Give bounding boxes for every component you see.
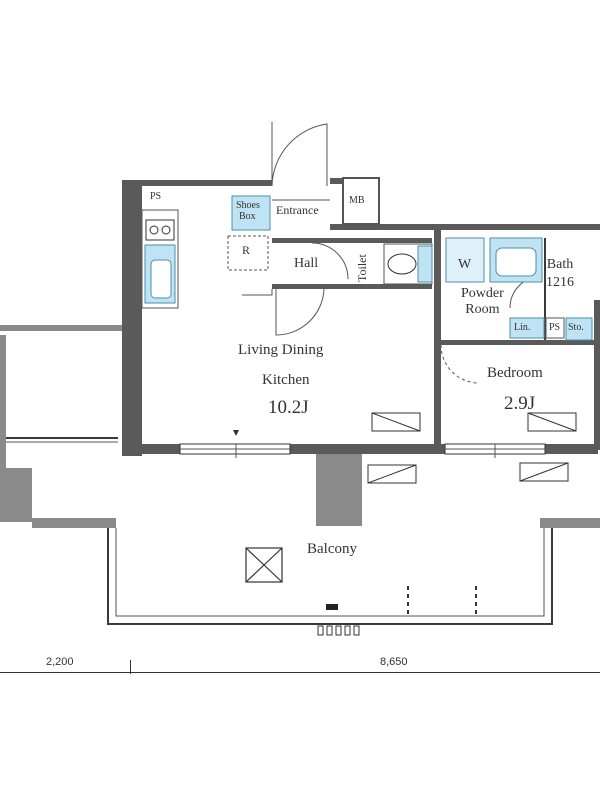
- top-wall-left: [122, 180, 272, 186]
- sink-basin: [150, 259, 172, 299]
- balcony-column: [316, 454, 362, 526]
- shoes-box-icon: [231, 195, 271, 231]
- ldk-bedroom-partition: [434, 230, 441, 446]
- linen-label: Lin.: [514, 322, 531, 333]
- ldk-label-line2: Kitchen: [262, 372, 310, 388]
- ps-small-box: [545, 317, 565, 339]
- mb-label: MB: [349, 195, 365, 206]
- ps-top-label: PS: [150, 191, 162, 202]
- toilet-tank-icon: [417, 245, 433, 283]
- balcony-inner-rail: [115, 528, 545, 617]
- storage-label: Sto.: [568, 322, 584, 333]
- balcony-right-ledge: [540, 518, 600, 528]
- washer-label: W: [458, 257, 472, 272]
- top-wall-right: [330, 224, 600, 230]
- ldk-window-marker: [233, 430, 239, 436]
- mb-box: [342, 177, 380, 225]
- balcony-drain-mark: [326, 604, 338, 610]
- bath-line1: Bath: [546, 257, 574, 272]
- entrance-door-icon: [271, 122, 328, 187]
- left-column: [0, 468, 32, 522]
- bedroom-top-wall: [434, 340, 600, 345]
- bedroom-door-icon: [440, 344, 480, 384]
- dimension-right: 8,650: [380, 656, 408, 668]
- balcony-vents: [317, 625, 360, 636]
- left-outer-wall: [122, 180, 142, 456]
- shoes-box-line2: Box: [239, 211, 256, 222]
- dimension-tick: [130, 660, 131, 674]
- vanity-basin: [495, 247, 537, 277]
- toilet-label: Toilet: [355, 254, 369, 282]
- evacuation-hatch-icon: [245, 547, 283, 583]
- powder-room-line2: Room: [465, 302, 500, 317]
- ldk-label-line1: Living Dining: [238, 342, 324, 358]
- toilet-door-icon: [311, 242, 349, 280]
- toilet-bowl-icon: [387, 253, 417, 275]
- washer-space: [445, 237, 485, 283]
- dimension-left: 2,200: [46, 656, 74, 668]
- balcony-label: Balcony: [307, 541, 357, 557]
- stove-icon: [145, 219, 175, 241]
- ldk-area: 10.2J: [268, 397, 309, 418]
- shoes-box-label: Shoes Box: [236, 200, 260, 222]
- hall-label: Hall: [294, 256, 319, 271]
- bath-label: Bath 1216: [546, 256, 574, 292]
- refrigerator-icon: [227, 235, 269, 271]
- dimension-line: [0, 672, 600, 673]
- bedroom-area: 2.9J: [504, 393, 536, 414]
- ldk-door-frame: [242, 289, 273, 296]
- balcony-left-ledge: [32, 518, 116, 528]
- right-wall: [594, 300, 600, 450]
- bedroom-label: Bedroom: [487, 365, 543, 381]
- storage-box: [565, 317, 593, 341]
- shoes-box-line1: Shoes: [236, 200, 260, 211]
- balcony-outer-rail: [107, 528, 553, 625]
- hall-bottom-wall: [272, 284, 432, 289]
- left-vertical-wall: [0, 335, 6, 521]
- bottom-wall-ldk: [122, 444, 598, 454]
- entrance-label: Entrance: [276, 203, 319, 217]
- left-stub-wall: [0, 325, 124, 331]
- powder-room-line1: Powder: [461, 286, 504, 301]
- refrigerator-label: R: [242, 243, 251, 257]
- ps-small-label: PS: [549, 322, 561, 333]
- ac-unit-icon: [367, 412, 577, 484]
- hall-partition: [272, 238, 432, 243]
- hall-door-icon: [275, 288, 325, 336]
- bath-line2: 1216: [546, 275, 574, 290]
- linen-shelf: [509, 317, 545, 339]
- powder-room-label: Powder Room: [461, 286, 504, 318]
